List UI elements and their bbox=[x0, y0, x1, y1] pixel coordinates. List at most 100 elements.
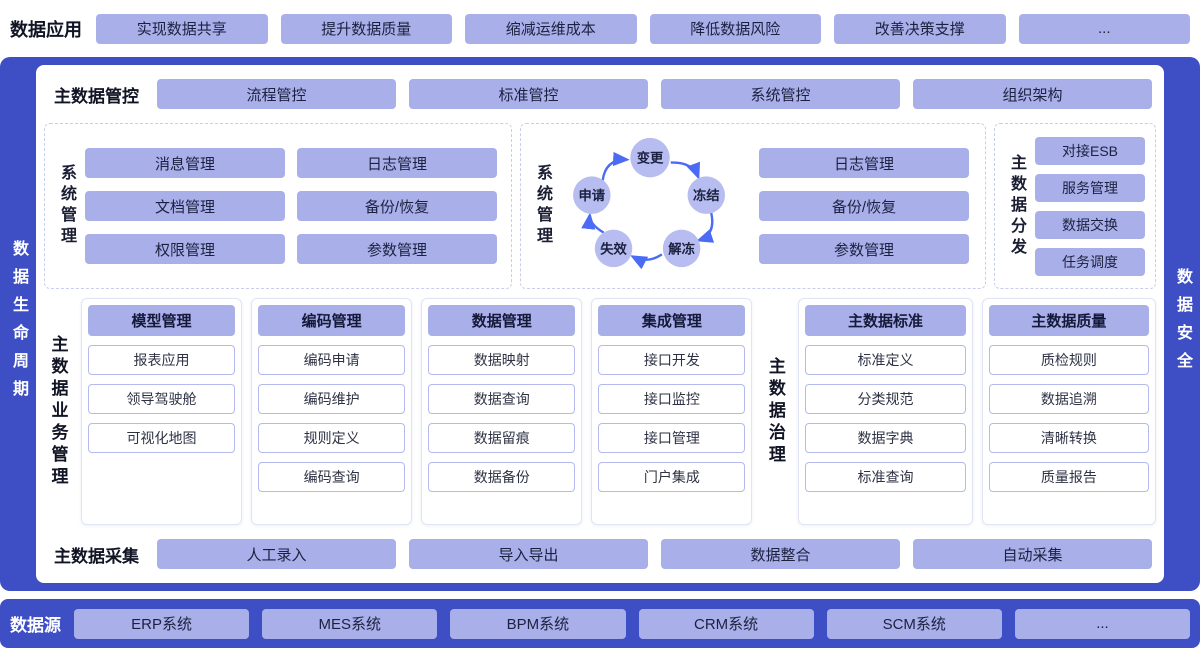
flow-arrow-unfreeze-expire bbox=[630, 253, 663, 270]
biz-item-cockpit[interactable]: 领导驾驶舱 bbox=[88, 384, 236, 414]
app-button-more[interactable]: ... bbox=[1018, 13, 1190, 44]
flow-node-change bbox=[630, 137, 670, 178]
flow-panel-label: 系统管理 bbox=[534, 164, 551, 248]
biz-item-rule-define[interactable]: 规则定义 bbox=[258, 423, 406, 453]
flow-arrow-apply-change bbox=[601, 151, 630, 181]
master-collection-label: 主数据采集 bbox=[54, 546, 139, 566]
flowpanel-button-backup[interactable]: 备份/恢复 bbox=[759, 191, 969, 221]
gov-item-standard-define[interactable]: 标准定义 bbox=[805, 345, 966, 375]
data-applications-buttons: 实现数据共享 提升数据质量 缩减运维成本 降低数据风险 改善决策支撑 ... bbox=[96, 13, 1190, 44]
dist-button-exchange[interactable]: 数据交换 bbox=[1035, 210, 1145, 239]
main-panel: 主数据管控 流程管控 标准管控 系统管控 组织架构 系统管理 消息管理 日志管理… bbox=[36, 65, 1164, 583]
dist-button-schedule[interactable]: 任务调度 bbox=[1035, 247, 1145, 276]
system-management-label: 系统管理 bbox=[58, 164, 75, 248]
flow-arrow-change-freeze bbox=[670, 161, 701, 180]
gov-item-classification[interactable]: 分类规范 bbox=[805, 384, 966, 414]
master-collection-row: 主数据采集 人工录入 导入导出 数据整合 自动采集 bbox=[44, 534, 1156, 574]
sysmgmt-button-doc[interactable]: 文档管理 bbox=[85, 191, 285, 221]
gov-item-quality-rule[interactable]: 质检规则 bbox=[988, 345, 1150, 375]
biz-item-code-query[interactable]: 编码查询 bbox=[258, 462, 406, 492]
data-sources-label: 数据源 bbox=[10, 616, 61, 635]
flow-node-change-label: 变更 bbox=[637, 150, 664, 166]
master-quality-header: 主数据质量 bbox=[988, 305, 1150, 336]
distribution-buttons: 对接ESB 服务管理 数据交换 任务调度 bbox=[1029, 132, 1147, 280]
collect-button-manual[interactable]: 人工录入 bbox=[157, 539, 396, 569]
biz-item-portal-integration[interactable]: 门户集成 bbox=[598, 462, 746, 492]
collect-button-consolidate[interactable]: 数据整合 bbox=[661, 539, 900, 569]
lifecycle-flow-diagram: 申请 变更 冻结 解冻 失效 bbox=[573, 137, 726, 270]
app-button-decision[interactable]: 改善决策支撑 bbox=[834, 13, 1006, 44]
coding-management-header: 编码管理 bbox=[258, 305, 406, 336]
gov-item-data-traceback[interactable]: 数据追溯 bbox=[988, 384, 1150, 414]
gov-item-standard-query[interactable]: 标准查询 bbox=[805, 462, 966, 492]
master-control-label: 主数据管控 bbox=[54, 86, 139, 106]
collect-button-auto[interactable]: 自动采集 bbox=[913, 539, 1152, 569]
collect-button-import-export[interactable]: 导入导出 bbox=[409, 539, 648, 569]
master-control-buttons: 流程管控 标准管控 系统管控 组织架构 bbox=[157, 79, 1152, 109]
biz-item-api-manage[interactable]: 接口管理 bbox=[598, 423, 746, 453]
governance-label: 主数据治理 bbox=[765, 356, 785, 467]
system-management-grid: 消息管理 日志管理 文档管理 备份/恢复 权限管理 参数管理 bbox=[79, 132, 503, 280]
sysmgmt-button-permission[interactable]: 权限管理 bbox=[85, 234, 285, 264]
biz-item-api-monitor[interactable]: 接口监控 bbox=[598, 384, 746, 414]
control-button-system[interactable]: 系统管控 bbox=[661, 79, 900, 109]
dist-button-esb[interactable]: 对接ESB bbox=[1035, 136, 1145, 165]
biz-item-data-trace[interactable]: 数据留痕 bbox=[428, 423, 576, 453]
source-button-crm[interactable]: CRM系统 bbox=[638, 608, 814, 639]
source-button-more[interactable]: ... bbox=[1014, 608, 1191, 639]
flowpanel-button-log[interactable]: 日志管理 bbox=[759, 148, 969, 178]
biz-item-visual-map[interactable]: 可视化地图 bbox=[88, 423, 236, 453]
app-button-cost[interactable]: 缩减运维成本 bbox=[465, 13, 637, 44]
model-management-header: 模型管理 bbox=[88, 305, 236, 336]
biz-item-data-backup[interactable]: 数据备份 bbox=[428, 462, 576, 492]
data-management-column: 数据管理 数据映射 数据查询 数据留痕 数据备份 bbox=[421, 298, 583, 525]
sysmgmt-button-param[interactable]: 参数管理 bbox=[297, 234, 497, 264]
flow-arrow-expire-apply bbox=[581, 212, 605, 234]
app-button-quality[interactable]: 提升数据质量 bbox=[280, 13, 452, 44]
gov-item-quality-report[interactable]: 质量报告 bbox=[988, 462, 1150, 492]
model-management-column: 模型管理 报表应用 领导驾驶舱 可视化地图 bbox=[81, 298, 243, 525]
app-button-risk[interactable]: 降低数据风险 bbox=[649, 13, 821, 44]
sysmgmt-button-backup[interactable]: 备份/恢复 bbox=[297, 191, 497, 221]
data-sources-band: 数据源 ERP系统 MES系统 BPM系统 CRM系统 SCM系统 ... bbox=[0, 599, 1200, 648]
biz-item-data-query[interactable]: 数据查询 bbox=[428, 384, 576, 414]
coding-management-column: 编码管理 编码申请 编码维护 规则定义 编码查询 bbox=[251, 298, 413, 525]
sysmgmt-button-message[interactable]: 消息管理 bbox=[85, 148, 285, 178]
data-security-label: 数据安全 bbox=[1174, 268, 1191, 380]
master-control-row: 主数据管控 流程管控 标准管控 系统管控 组织架构 bbox=[44, 74, 1156, 114]
flow-node-unfreeze bbox=[662, 229, 701, 268]
flow-arrow-freeze-unfreeze bbox=[696, 212, 715, 243]
data-sources-buttons: ERP系统 MES系统 BPM系统 CRM系统 SCM系统 ... bbox=[74, 608, 1191, 639]
flow-diagram-wrap: 申请 变更 冻结 解冻 失效 bbox=[555, 132, 751, 280]
flowpanel-button-param[interactable]: 参数管理 bbox=[759, 234, 969, 264]
control-button-process[interactable]: 流程管控 bbox=[157, 79, 396, 109]
flow-node-freeze bbox=[687, 176, 726, 214]
distribution-panel: 主数据分发 对接ESB 服务管理 数据交换 任务调度 bbox=[994, 123, 1156, 289]
gov-item-dictionary[interactable]: 数据字典 bbox=[805, 423, 966, 453]
app-button-share[interactable]: 实现数据共享 bbox=[96, 13, 268, 44]
gov-item-clean-transform[interactable]: 清晰转换 bbox=[988, 423, 1150, 453]
source-button-bpm[interactable]: BPM系统 bbox=[450, 608, 626, 639]
biz-item-data-mapping[interactable]: 数据映射 bbox=[428, 345, 576, 375]
data-applications-row: 数据应用 实现数据共享 提升数据质量 缩减运维成本 降低数据风险 改善决策支撑 … bbox=[0, 0, 1200, 57]
integration-management-header: 集成管理 bbox=[598, 305, 746, 336]
biz-item-code-apply[interactable]: 编码申请 bbox=[258, 345, 406, 375]
source-button-scm[interactable]: SCM系统 bbox=[826, 608, 1002, 639]
control-button-org[interactable]: 组织架构 bbox=[913, 79, 1152, 109]
data-applications-label: 数据应用 bbox=[10, 19, 82, 40]
data-management-header: 数据管理 bbox=[428, 305, 576, 336]
biz-item-code-maintain[interactable]: 编码维护 bbox=[258, 384, 406, 414]
biz-item-report[interactable]: 报表应用 bbox=[88, 345, 236, 375]
biz-item-api-dev[interactable]: 接口开发 bbox=[598, 345, 746, 375]
sysmgmt-button-log[interactable]: 日志管理 bbox=[297, 148, 497, 178]
source-button-erp[interactable]: ERP系统 bbox=[74, 608, 250, 639]
lifecycle-flow-panel: 系统管理 bbox=[520, 123, 986, 289]
master-quality-column: 主数据质量 质检规则 数据追溯 清晰转换 质量报告 bbox=[981, 298, 1157, 525]
master-standard-column: 主数据标准 标准定义 分类规范 数据字典 标准查询 bbox=[798, 298, 973, 525]
flow-node-expire-label: 失效 bbox=[600, 240, 627, 256]
control-button-standard[interactable]: 标准管控 bbox=[409, 79, 648, 109]
source-button-mes[interactable]: MES系统 bbox=[262, 608, 438, 639]
dist-button-service[interactable]: 服务管理 bbox=[1035, 173, 1145, 202]
flow-node-apply-label: 申请 bbox=[579, 187, 606, 203]
data-lifecycle-label: 数据生命周期 bbox=[10, 240, 27, 408]
